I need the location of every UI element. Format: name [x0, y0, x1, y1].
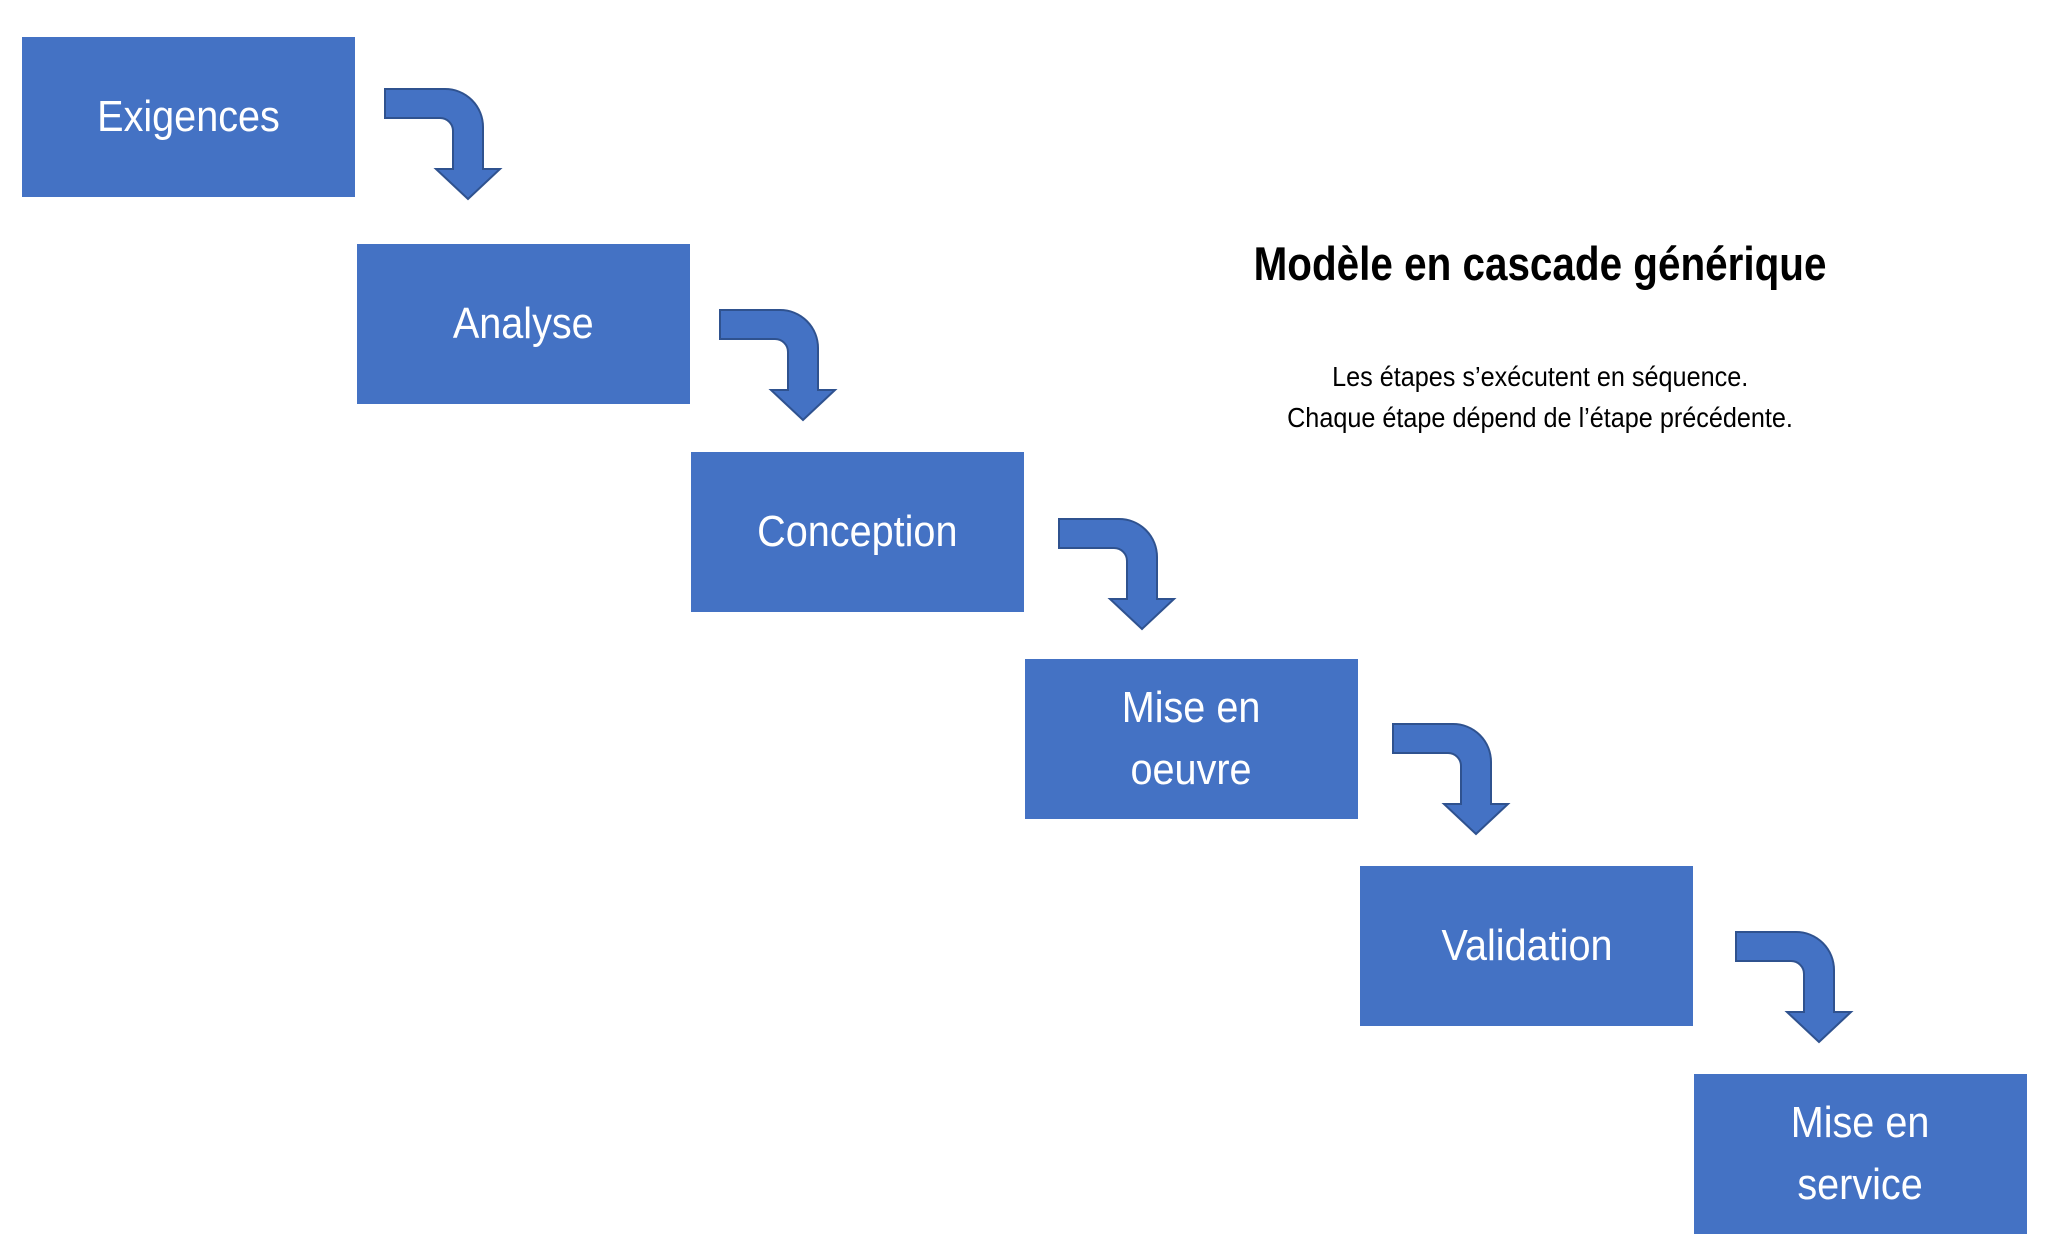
curved-arrow-down-icon	[719, 309, 836, 421]
stage-label: Conception	[757, 507, 958, 556]
curved-arrow-down-icon	[384, 88, 501, 200]
diagram-title-text: Modèle en cascade générique	[1253, 237, 1827, 290]
curved-arrow-down-icon	[1058, 518, 1175, 630]
stage-box-validation: Validation	[1360, 866, 1693, 1026]
curved-arrow-down-icon	[1735, 931, 1852, 1043]
stage-box-mise-en-service: Mise en service	[1694, 1074, 2027, 1234]
diagram-title: Modèle en cascade générique	[1180, 232, 1900, 296]
stage-box-conception: Conception	[691, 452, 1024, 612]
stage-label: Mise en service	[1791, 1098, 1930, 1209]
stage-label: Validation	[1441, 921, 1612, 970]
stage-label: Exigences	[97, 92, 280, 141]
stage-box-analyse: Analyse	[357, 244, 690, 404]
stage-label: Analyse	[453, 299, 594, 348]
stage-box-exigences: Exigences	[22, 37, 355, 197]
stage-label: Mise en oeuvre	[1122, 683, 1261, 794]
diagram-description: Les étapes s’exécutent en séquence. Chaq…	[1180, 356, 1900, 438]
description-line: Chaque étape dépend de l’étape précédent…	[1287, 402, 1793, 433]
curved-arrow-down-icon	[1392, 723, 1509, 835]
description-line: Les étapes s’exécutent en séquence.	[1331, 361, 1749, 392]
stage-box-mise-en-oeuvre: Mise en oeuvre	[1025, 659, 1358, 819]
